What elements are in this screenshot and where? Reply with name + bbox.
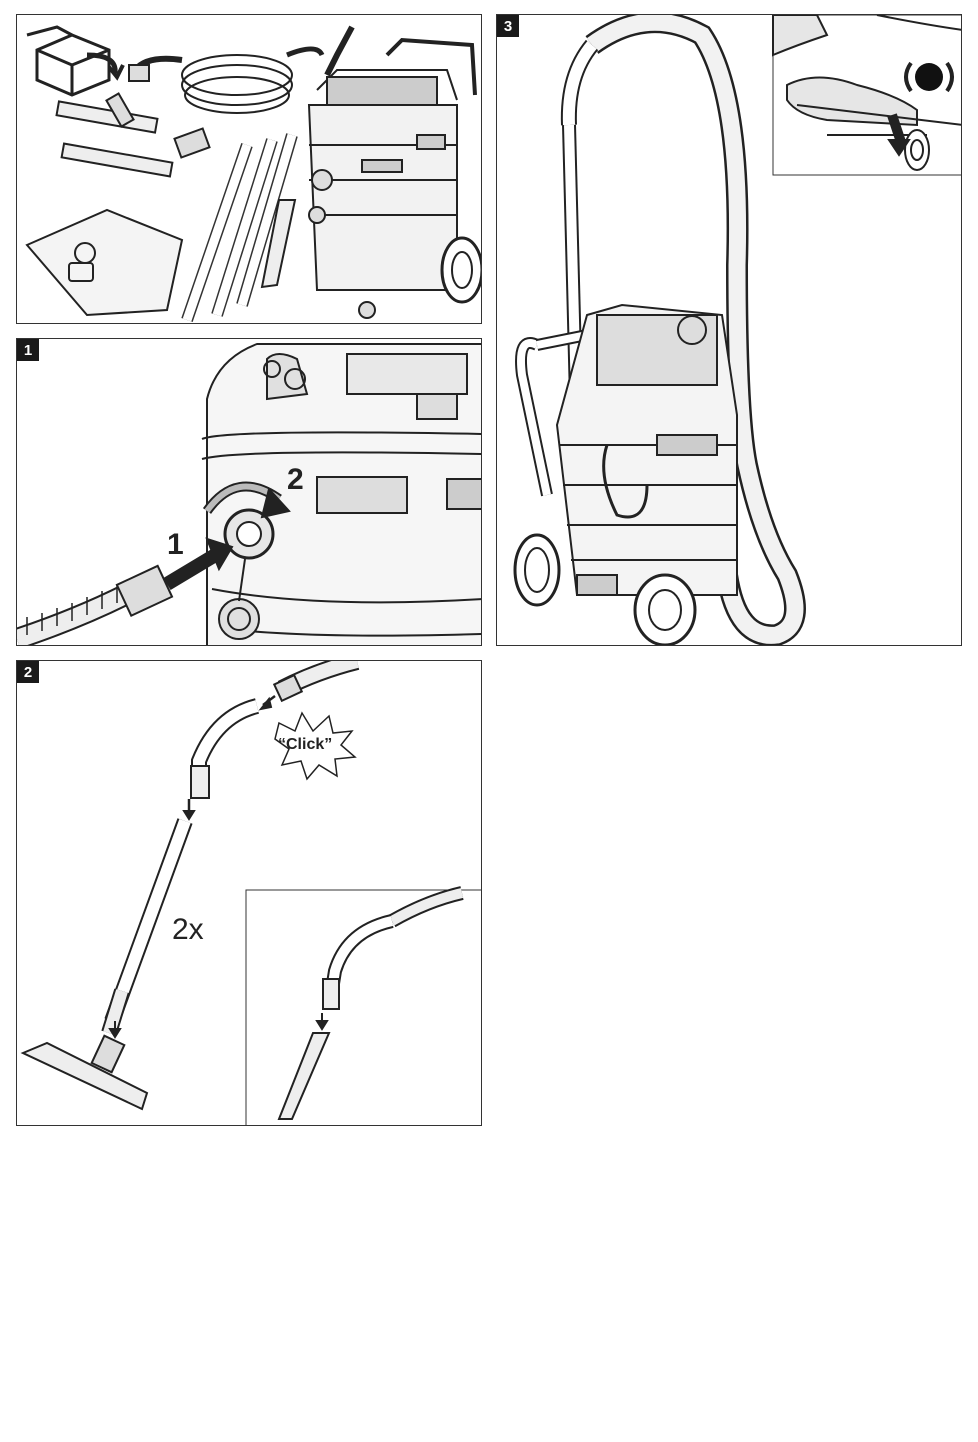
click-burst-icon: “Click”: [274, 711, 357, 781]
step-1-label: 1: [167, 528, 184, 561]
step-3-panel: 3: [496, 14, 962, 646]
storage-illustration: [513, 15, 961, 645]
wand-assembly-illustration: “Click” 2x: [20, 661, 481, 1125]
step-2-panel: 2 “Click” 2x: [16, 660, 482, 1126]
unbox-icon: [26, 25, 125, 97]
step-1-panel: 1 2 1: [16, 338, 482, 646]
times-label: 2x: [172, 913, 204, 946]
step-number-badge: 2: [17, 661, 39, 683]
unpack-panel: [16, 14, 482, 324]
vacuum-cleaner-large: [513, 303, 738, 645]
step-number-badge: 1: [17, 339, 39, 361]
hose-connect-illustration: 2 1: [17, 343, 481, 645]
click-label: “Click”: [278, 736, 332, 753]
brake-lock-icon: [904, 61, 954, 93]
step-2-label: 2: [287, 463, 304, 496]
step-number-badge: 3: [497, 15, 519, 37]
vacuum-cleaner-small: [307, 25, 481, 319]
accessories-illustration: [25, 25, 481, 322]
